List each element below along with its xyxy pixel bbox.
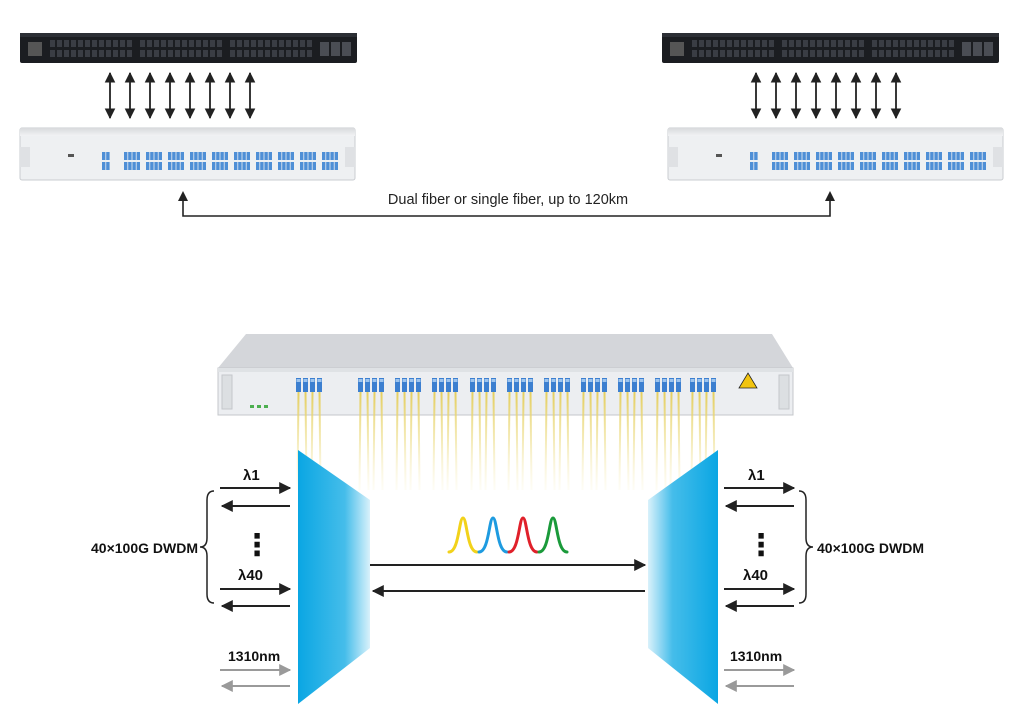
left-lambda-first: λ1 [243, 467, 260, 484]
wavelength-peaks [447, 516, 569, 554]
left-bracket [199, 490, 215, 604]
mux-right [667, 127, 1004, 181]
left-lambda-arrows [220, 482, 292, 612]
left-ellipsis: ⋮ [242, 528, 272, 563]
switch-mux-links-right [750, 71, 902, 120]
left-osc-arrows [220, 664, 292, 692]
mux-left [19, 127, 356, 181]
left-group-label: 40×100G DWDM [91, 540, 198, 556]
right-bracket [798, 490, 814, 604]
right-lambda-first: λ1 [748, 467, 765, 484]
demux-filter-left [298, 450, 370, 704]
right-ellipsis: ⋮ [746, 528, 776, 563]
demux-filter-right [648, 450, 718, 704]
switch-left [20, 33, 357, 63]
trunk-arrows [370, 559, 647, 597]
fiber-link-label: Dual fiber or single fiber, up to 120km [388, 192, 628, 208]
right-lambda-last: λ40 [743, 567, 768, 584]
fiber-link [178, 191, 835, 217]
right-osc-label: 1310nm [730, 648, 782, 664]
switch-right [662, 33, 999, 63]
left-osc-label: 1310nm [228, 648, 280, 664]
laser-warning-icon [738, 372, 758, 389]
right-lambda-arrows [724, 482, 796, 612]
left-lambda-last: λ40 [238, 567, 263, 584]
patch-fibers [296, 391, 716, 491]
mux-chassis-large [217, 334, 794, 416]
right-osc-arrows [724, 664, 796, 692]
switch-mux-links-left [104, 71, 256, 120]
right-group-label: 40×100G DWDM [817, 540, 924, 556]
